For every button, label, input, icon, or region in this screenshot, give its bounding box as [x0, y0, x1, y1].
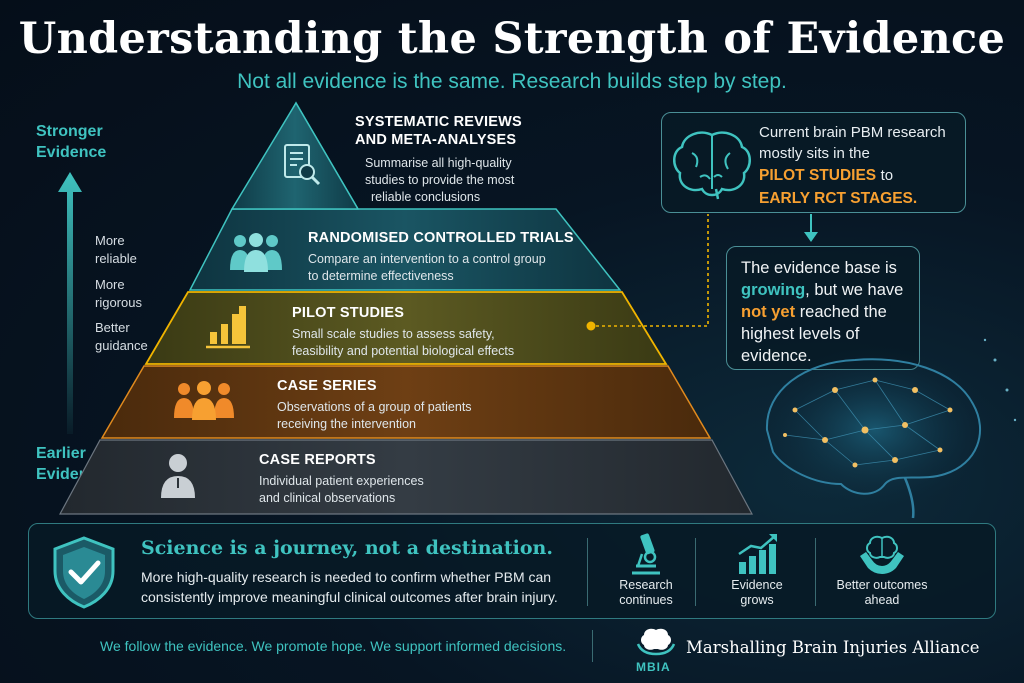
- callout-current-research: Current brain PBM research mostly sits i…: [661, 112, 966, 213]
- shield-check-icon: [53, 536, 115, 609]
- axis-item-guidance: Better guidance: [95, 320, 148, 353]
- banner-body: More high-quality research is needed to …: [141, 569, 558, 605]
- document-search-icon: [284, 144, 321, 186]
- footer-tagline: We follow the evidence. We promote hope.…: [100, 638, 567, 654]
- journey-banner: Science is a journey, not a destination.…: [28, 523, 996, 619]
- network-brain-illustration: [750, 338, 1017, 519]
- person-icon: [161, 454, 195, 498]
- tier-case-series: CASE SERIES Observations of a group of p…: [277, 378, 472, 431]
- page-title: Understanding the Strength of Evidence: [18, 14, 1006, 64]
- tier-systematic-reviews: SYSTEMATIC REVIEWS AND META-ANALYSES Sum…: [355, 114, 522, 204]
- bar-chart-icon: [206, 306, 250, 349]
- callout-evidence-growing: The evidence base is growing, but we hav…: [726, 246, 920, 370]
- axis-item-rigorous: More rigorous: [95, 277, 142, 310]
- pyramid-tier-case-series: [100, 365, 712, 439]
- org-abbr: MBIA: [636, 660, 671, 674]
- brain-icon: [673, 131, 751, 200]
- strength-arrow-icon: [58, 172, 82, 434]
- banner-title: Science is a journey, not a destination.: [141, 537, 553, 559]
- microscope-icon: [632, 533, 660, 575]
- tier-rct: RANDOMISED CONTROLLED TRIALS Compare an …: [308, 230, 574, 283]
- hands-brain-icon: [860, 535, 904, 574]
- pyramid-tier-case-reports: [58, 439, 754, 515]
- axis-item-reliable: More reliable: [95, 233, 137, 266]
- org-name: Marshalling Brain Injuries Alliance: [686, 638, 980, 657]
- stat-outcomes: Better outcomes ahead: [823, 532, 941, 608]
- stat-evidence: Evidence grows: [705, 532, 809, 608]
- patients-group-icon: [174, 381, 234, 420]
- axis-top-label: Stronger Evidence: [36, 123, 107, 161]
- pyramid-tier-rct: [188, 208, 622, 291]
- stat-research: Research continues: [595, 532, 697, 608]
- footer-divider: [592, 630, 593, 662]
- group-of-people-icon: [230, 233, 282, 272]
- tier-case-reports: CASE REPORTS Individual patient experien…: [259, 452, 424, 505]
- pyramid-tier-pilot: [144, 291, 668, 365]
- mbia-logo-icon: [636, 628, 676, 656]
- banner-divider: [587, 538, 588, 606]
- tier-pilot: PILOT STUDIES Small scale studies to ass…: [292, 305, 515, 358]
- page-subtitle: Not all evidence is the same. Research b…: [237, 70, 787, 93]
- growth-chart-icon: [738, 534, 777, 574]
